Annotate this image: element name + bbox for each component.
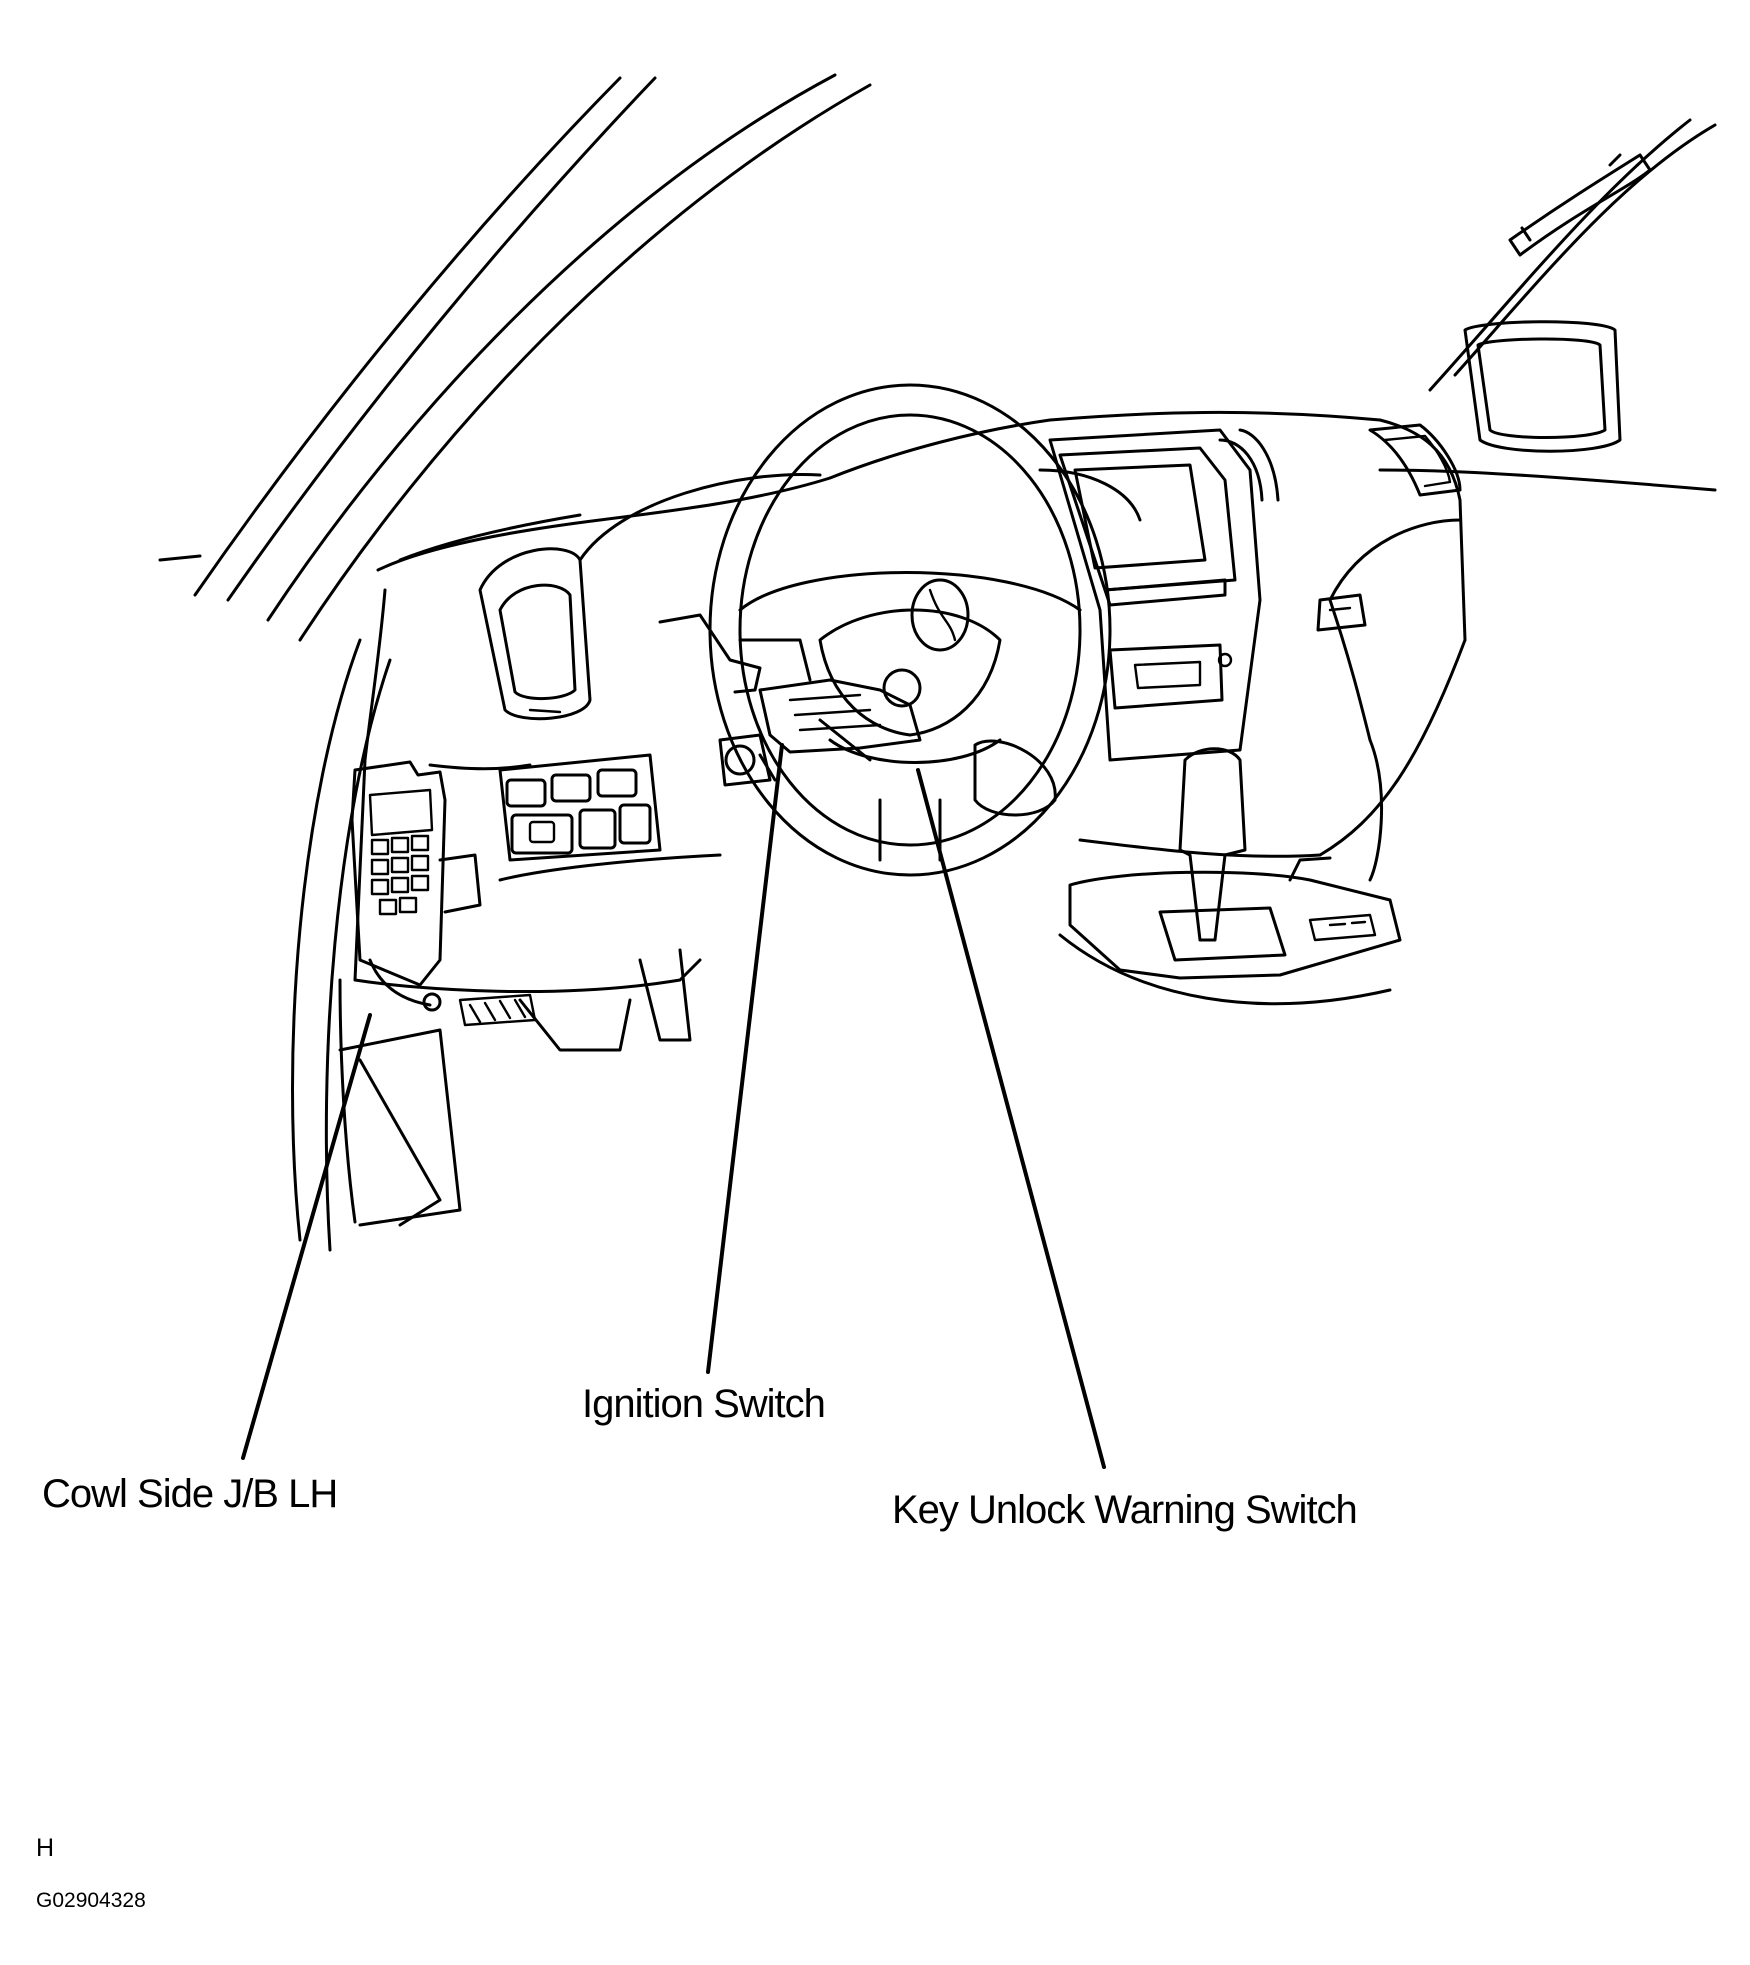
instrument-cluster-hood (578, 468, 1142, 562)
leader-lines (241, 743, 1106, 1469)
figure-code: G02904328 (36, 1889, 146, 1912)
a-pillar (158, 73, 872, 1252)
left-air-vent (478, 547, 592, 721)
ignition-switch-assembly (658, 613, 922, 787)
ignition-switch-label: Ignition Switch (582, 1382, 826, 1426)
leader-ignition-switch (706, 743, 784, 1374)
leader-key-unlock-warning (916, 768, 1106, 1469)
gear-shifter (1058, 747, 1402, 1006)
key-unlock-warning-switch-label: Key Unlock Warning Switch (892, 1488, 1358, 1532)
cowl-side-junction-block (350, 760, 537, 1027)
passenger-side (1316, 423, 1462, 632)
right-pillar (1378, 118, 1717, 492)
lower-dash-pedals (338, 948, 692, 1227)
center-console (1048, 428, 1280, 762)
cowl-side-jb-label: Cowl Side J/B LH (42, 1472, 338, 1516)
leader-cowl-side-jb (241, 1013, 372, 1460)
left-switch-panel (498, 753, 662, 862)
steering-wheel (708, 383, 1112, 877)
section-letter: H (36, 1834, 55, 1862)
dashboard-body (353, 410, 1467, 994)
